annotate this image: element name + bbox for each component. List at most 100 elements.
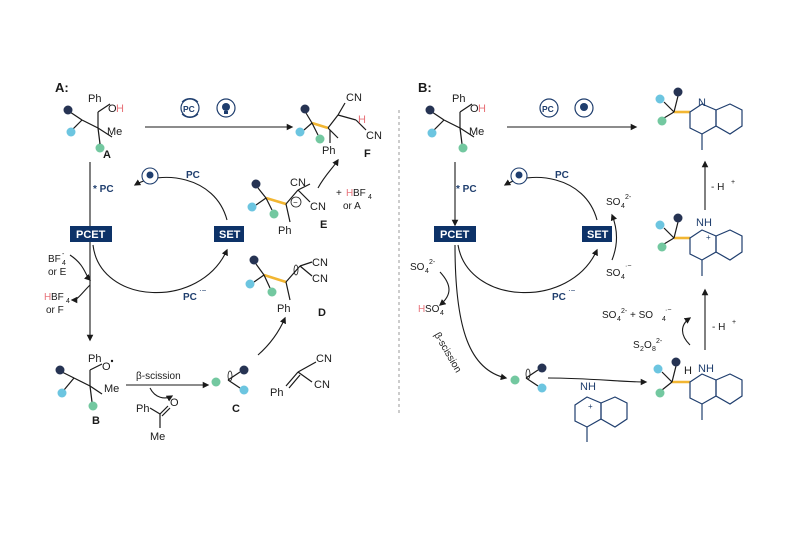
o-label: O xyxy=(108,103,117,115)
plus-so4-label: + SO xyxy=(630,310,653,321)
cn-label: CN xyxy=(290,177,306,189)
so4-subscript: 4 xyxy=(662,316,666,323)
compound-c-label: C xyxy=(232,403,240,415)
so4-subscript: 4 xyxy=(621,203,625,210)
pc-text: PC xyxy=(542,104,554,114)
h-label: H xyxy=(358,114,366,126)
so4-label: SO xyxy=(606,197,621,208)
plus-label: + xyxy=(588,402,593,411)
so4-superscript: 2- xyxy=(625,194,632,201)
so4-radical-superscript: ·− xyxy=(665,307,671,314)
lepidinium: NH + xyxy=(574,381,628,442)
ph-label: Ph xyxy=(452,93,465,105)
cn-label: CN xyxy=(312,273,328,285)
so4-subscript: 4 xyxy=(425,268,429,275)
o-radical-label: O xyxy=(102,361,111,373)
nh-label: NH xyxy=(580,381,596,393)
panel-b-label: B: xyxy=(418,80,432,95)
hso4-subscript: 4 xyxy=(440,310,444,317)
ph-label: Ph xyxy=(270,387,283,399)
product-f: CN H CN Ph F xyxy=(295,92,382,160)
so4-superscript: 2- xyxy=(429,259,436,266)
set-label: SET xyxy=(219,229,241,241)
compound-a-label: A xyxy=(103,149,111,161)
nh-label: NH xyxy=(696,217,712,229)
or-e-label: or E xyxy=(48,267,67,278)
radical-anion-sign: ·− xyxy=(568,286,576,295)
pc-label: PC xyxy=(555,170,569,181)
s2o8-subscript: 8 xyxy=(652,346,656,353)
hbf4-label: BF xyxy=(51,292,64,303)
hbf4-label: BF xyxy=(353,188,366,199)
set-box xyxy=(214,226,244,242)
catalytic-cycle-a: * PC PC PCET SET PC ·− xyxy=(70,167,244,303)
plus-label: + xyxy=(706,233,711,242)
ph-label: Ph xyxy=(322,145,335,157)
pcet-label: PCET xyxy=(76,229,106,241)
panel-a: A: Ph O H Me A PC xyxy=(44,80,382,443)
h-label: H xyxy=(478,103,486,115)
o-label: O xyxy=(470,103,479,115)
pc-catalyst-icon: PC xyxy=(180,98,200,118)
light-bulb-icon xyxy=(574,98,594,118)
minus-h-label: - H xyxy=(711,182,724,193)
intermediate-e: − CN CN Ph E xyxy=(247,177,327,237)
navy-substituent-icon xyxy=(63,105,73,115)
intermediate-d: CN CN Ph D xyxy=(245,255,328,319)
ph-label: Ph xyxy=(136,403,149,415)
substrate-a: Ph O H Me A xyxy=(63,93,124,161)
pc-radical-anion-label: PC xyxy=(552,292,566,303)
substrate-b: Ph O H Me xyxy=(425,93,486,153)
radical-cation-adduct: H NH xyxy=(653,357,743,420)
protonated-quinoline: NH + xyxy=(655,213,743,276)
pcet-box xyxy=(70,226,112,242)
ph-label: Ph xyxy=(278,225,291,237)
so4-radical-label: SO xyxy=(606,268,621,279)
radical-b xyxy=(510,363,547,393)
hbf4-subscript: 4 xyxy=(66,298,70,305)
cyan-substituent-icon xyxy=(66,127,76,137)
benzylidene-malononitrile: Ph CN CN xyxy=(270,353,332,399)
me-label: Me xyxy=(469,126,484,138)
pc-label: PC xyxy=(186,170,200,181)
so4-label: SO xyxy=(602,310,617,321)
hso4-superscript: - xyxy=(444,301,447,308)
me-label: Me xyxy=(107,126,122,138)
quinoline-product: N xyxy=(655,87,743,150)
s2o8-superscript: 2- xyxy=(656,338,663,345)
ph-label: Ph xyxy=(277,303,290,315)
me-label: Me xyxy=(150,431,165,443)
catalytic-cycle-b: * PC PC PCET SET PC ·− xyxy=(434,167,612,303)
cn-label: CN xyxy=(316,353,332,365)
h-label: H xyxy=(116,103,124,115)
compound-d-label: D xyxy=(318,307,326,319)
radical-dot xyxy=(110,359,114,363)
beta-scission-label: β-scission xyxy=(431,331,463,375)
h-label: H xyxy=(346,188,353,199)
cn-label: CN xyxy=(346,92,362,104)
plus-label: + xyxy=(336,188,342,199)
so4-superscript: 2- xyxy=(621,308,628,315)
or-a-label: or A xyxy=(343,201,361,212)
cn-label: CN xyxy=(366,130,382,142)
pc-radical-anion-label: PC xyxy=(183,292,197,303)
so4-subscript: 4 xyxy=(617,316,621,323)
intermediate-b: Ph O Me B xyxy=(55,353,119,427)
minus-h-label: - H xyxy=(712,322,725,333)
radical-anion-sign: ·− xyxy=(199,286,207,295)
plus-superscript: + xyxy=(732,319,736,326)
bf4-superscript: - xyxy=(62,251,65,258)
ph-label: Ph xyxy=(88,353,101,365)
compound-e-label: E xyxy=(320,219,327,231)
plus-superscript: + xyxy=(731,179,735,186)
compound-b-label: B xyxy=(92,415,100,427)
h-label: H xyxy=(44,292,51,303)
h-atom-label: H xyxy=(684,365,692,377)
pcet-box xyxy=(434,226,476,242)
h-label: H xyxy=(418,304,425,315)
s2o8-subscript: 2 xyxy=(640,346,644,353)
hso4-label: SO xyxy=(425,304,440,315)
n-label: N xyxy=(698,97,706,109)
or-f-label: or F xyxy=(46,305,64,316)
bf4-subscript: 4 xyxy=(62,260,66,267)
